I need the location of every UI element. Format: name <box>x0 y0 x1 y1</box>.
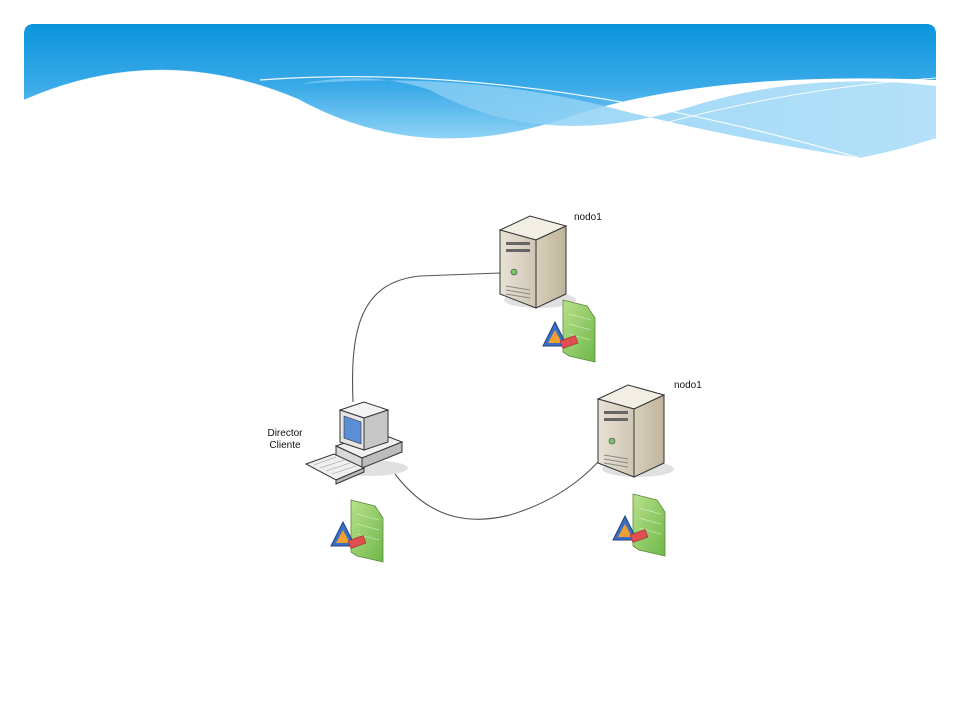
connection-client-to-server-top <box>352 272 501 403</box>
desktop-computer-icon <box>304 401 408 485</box>
header-wave-banner <box>23 24 937 159</box>
drawing-document-icon <box>542 299 596 363</box>
server-tower-icon <box>498 215 576 309</box>
connection-client-to-server-right <box>394 424 626 520</box>
client-label-line2: Cliente <box>269 440 301 451</box>
drawing-document-icon <box>612 493 666 557</box>
server-top-label: nodo1 <box>574 212 602 223</box>
server-right-label: nodo1 <box>674 380 702 391</box>
drawing-document-icon <box>330 499 384 563</box>
server-tower-icon <box>596 384 674 478</box>
client-label: Director Cliente <box>262 428 308 452</box>
client-label-line1: Director <box>267 428 303 439</box>
